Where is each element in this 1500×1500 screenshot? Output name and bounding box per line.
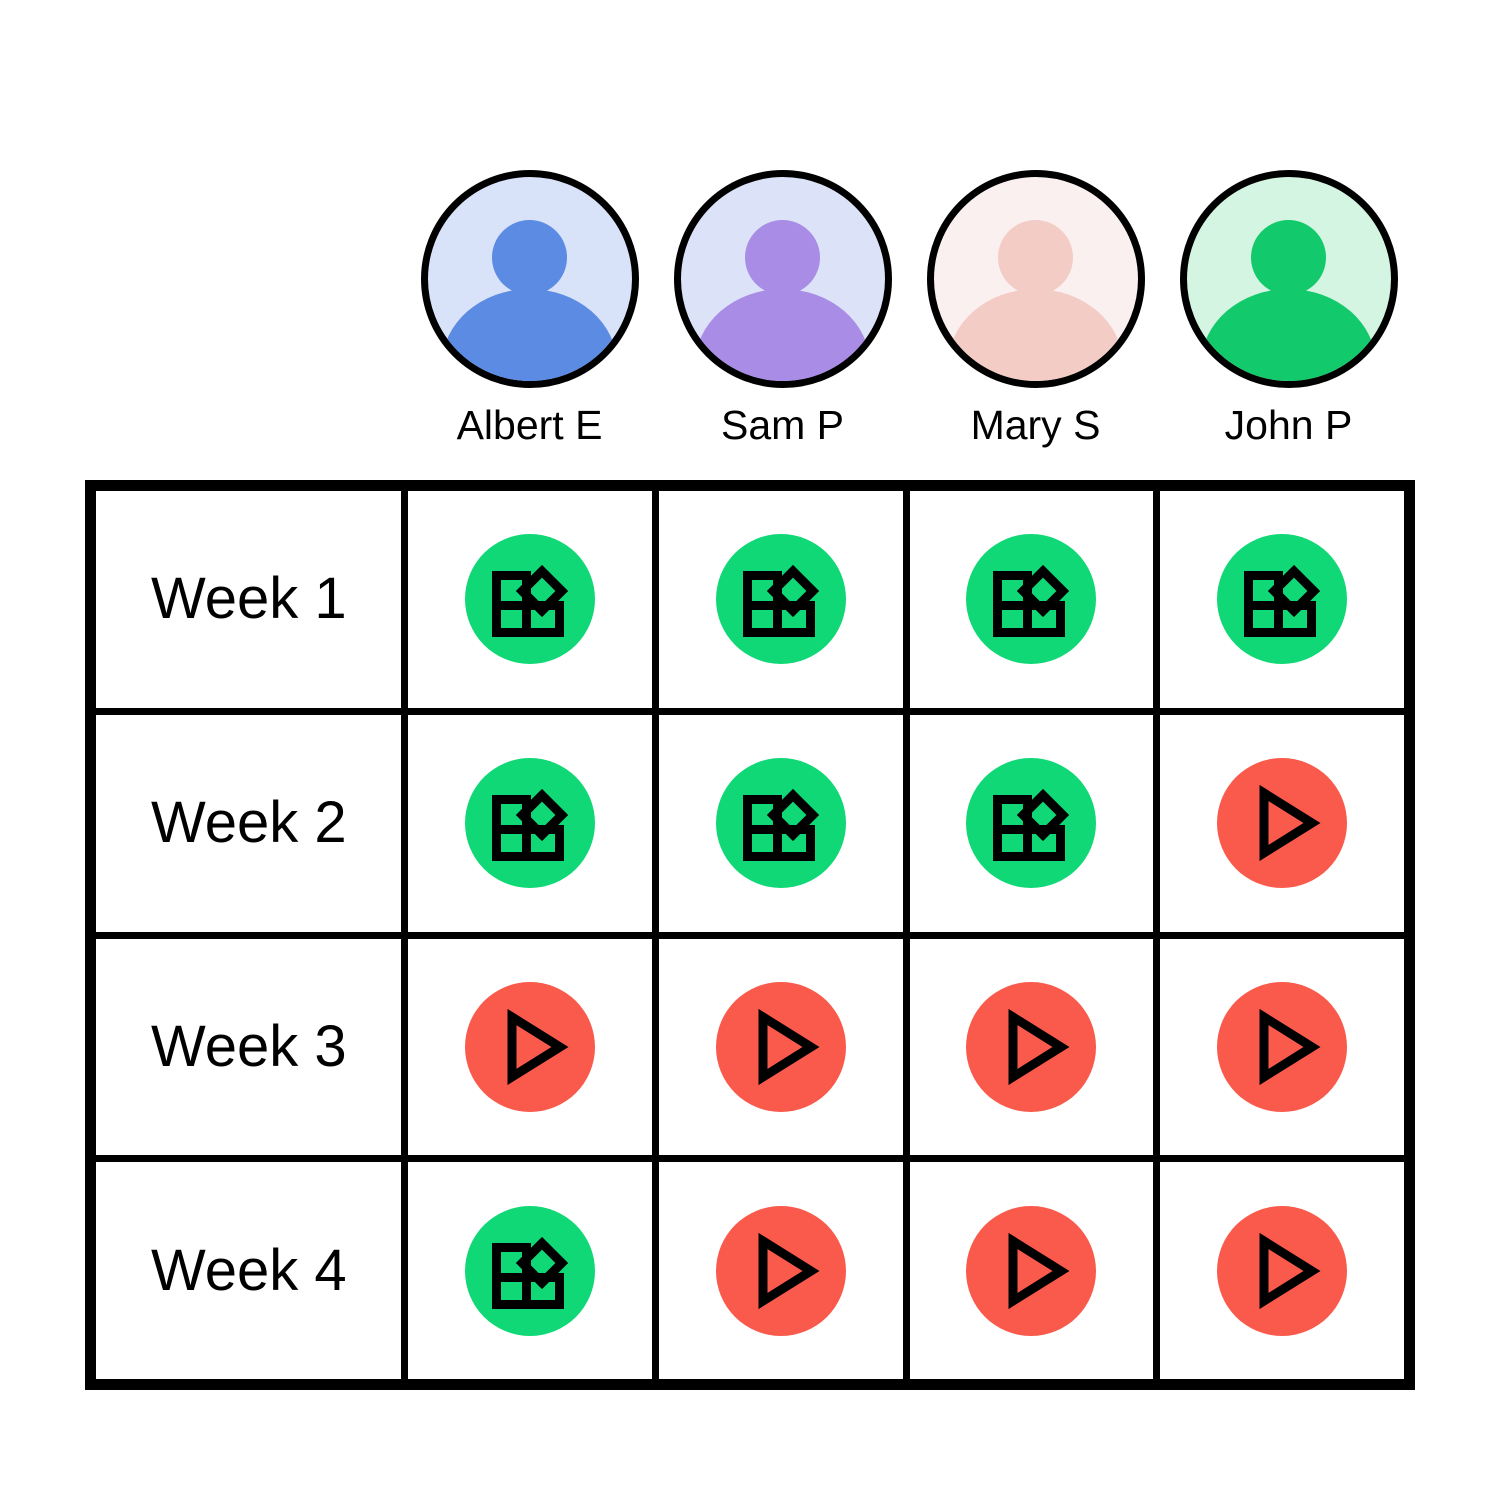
- play-triangle-icon: [989, 1005, 1073, 1089]
- row-label: Week 3: [151, 1013, 347, 1079]
- avatar-head-icon: [744, 219, 821, 296]
- table-row: Week 2: [96, 714, 1404, 939]
- status-cell[interactable]: [1160, 491, 1404, 708]
- play-triangle-icon: [1240, 781, 1324, 865]
- grid-blocks-icon: [739, 781, 823, 865]
- avatar-body-icon: [441, 289, 618, 381]
- status-badge[interactable]: [966, 1205, 1097, 1336]
- row-label: Week 4: [151, 1237, 347, 1303]
- status-cell[interactable]: [910, 938, 1161, 1156]
- status-badge[interactable]: [715, 981, 846, 1112]
- status-badge[interactable]: [464, 758, 595, 889]
- table-row: Week 3: [96, 938, 1404, 1163]
- play-triangle-icon: [488, 1005, 572, 1089]
- avatar-head-icon: [997, 219, 1074, 296]
- status-cell[interactable]: [659, 491, 910, 708]
- status-badge[interactable]: [464, 534, 595, 665]
- row-header-cell: Week 3: [96, 938, 408, 1156]
- status-badge[interactable]: [966, 758, 1097, 889]
- play-triangle-icon: [989, 1229, 1073, 1313]
- person-name-label: John P: [1224, 402, 1353, 448]
- table-row: Week 1: [96, 491, 1404, 715]
- grid-blocks-icon: [739, 557, 823, 641]
- status-cell[interactable]: [910, 714, 1161, 932]
- status-badge[interactable]: [1217, 981, 1348, 1112]
- avatar[interactable]: [673, 170, 892, 388]
- status-badge[interactable]: [966, 534, 1097, 665]
- avatar-body-icon: [1200, 289, 1377, 381]
- person-column-2[interactable]: Mary S: [909, 170, 1162, 460]
- grid-blocks-icon: [989, 781, 1073, 865]
- status-badge[interactable]: [715, 534, 846, 665]
- grid-blocks-icon: [488, 557, 572, 641]
- status-badge[interactable]: [464, 1205, 595, 1336]
- grid-blocks-icon: [989, 557, 1073, 641]
- avatar[interactable]: [926, 170, 1145, 388]
- person-name-label: Sam P: [720, 402, 845, 448]
- grid-blocks-icon: [1240, 557, 1324, 641]
- status-cell[interactable]: [408, 714, 659, 932]
- row-header-cell: Week 1: [96, 491, 408, 708]
- row-label: Week 1: [151, 566, 347, 632]
- row-header-cell: Week 4: [96, 1162, 408, 1379]
- person-name-label: Mary S: [970, 402, 1101, 448]
- status-cell[interactable]: [408, 491, 659, 708]
- people-header-row: Albert E Sam P Mary S John P: [403, 170, 1415, 460]
- status-cell[interactable]: [659, 1162, 910, 1379]
- status-badge[interactable]: [1217, 1205, 1348, 1336]
- status-matrix-body: Week 1 Week 2 Week 3 Week 4: [96, 491, 1404, 1379]
- grid-blocks-icon: [488, 1229, 572, 1313]
- avatar[interactable]: [420, 170, 639, 388]
- play-triangle-icon: [1240, 1229, 1324, 1313]
- status-cell[interactable]: [1160, 939, 1404, 1156]
- avatar-body-icon: [694, 289, 871, 381]
- status-cell[interactable]: [910, 491, 1161, 708]
- grid-blocks-icon: [488, 781, 572, 865]
- status-badge[interactable]: [966, 981, 1097, 1112]
- person-column-1[interactable]: Sam P: [656, 170, 909, 460]
- play-triangle-icon: [739, 1229, 823, 1313]
- status-badge[interactable]: [464, 981, 595, 1112]
- person-name-label: Albert E: [456, 402, 603, 448]
- status-cell[interactable]: [1160, 715, 1404, 932]
- status-badge[interactable]: [715, 758, 846, 889]
- status-cell[interactable]: [659, 714, 910, 932]
- person-column-0[interactable]: Albert E: [403, 170, 656, 460]
- avatar-head-icon: [491, 219, 568, 296]
- status-cell[interactable]: [910, 1162, 1161, 1379]
- row-header-cell: Week 2: [96, 714, 408, 932]
- status-badge[interactable]: [715, 1205, 846, 1336]
- status-cell[interactable]: [408, 938, 659, 1156]
- avatar-head-icon: [1250, 219, 1327, 296]
- status-cell[interactable]: [659, 938, 910, 1156]
- avatar-body-icon: [947, 289, 1124, 381]
- row-label: Week 2: [151, 790, 347, 856]
- play-triangle-icon: [1240, 1005, 1324, 1089]
- status-cell[interactable]: [408, 1162, 659, 1379]
- play-triangle-icon: [739, 1005, 823, 1089]
- person-column-3[interactable]: John P: [1162, 170, 1415, 460]
- table-row: Week 4: [96, 1162, 1404, 1379]
- status-badge[interactable]: [1217, 534, 1348, 665]
- status-cell[interactable]: [1160, 1162, 1404, 1379]
- avatar[interactable]: [1179, 170, 1398, 388]
- status-matrix-table: Week 1 Week 2 Week 3 Week 4: [85, 480, 1415, 1390]
- status-badge[interactable]: [1217, 758, 1348, 889]
